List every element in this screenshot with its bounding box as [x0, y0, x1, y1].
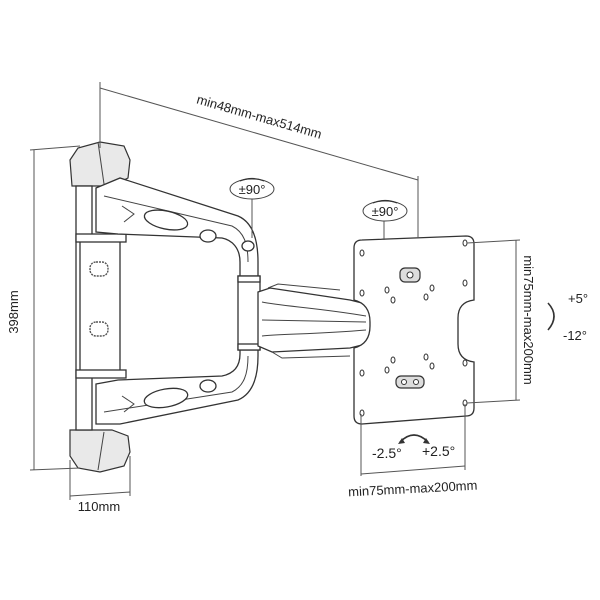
tilt-down-label: -12° [563, 328, 587, 343]
swivel-plate-callout: ±90° [362, 199, 408, 222]
vesa-plate [353, 235, 475, 425]
swivel-arm-callout: ±90° [229, 177, 275, 200]
level-left-label: -2.5° [372, 445, 402, 461]
level-arc-icon [399, 434, 429, 443]
level-right-label: +2.5° [422, 443, 455, 459]
center-arm [237, 275, 373, 359]
wall-plate [69, 141, 131, 473]
height-label: 398mm [6, 290, 21, 333]
dimension-lines [29, 82, 521, 500]
vesa-horizontal-label: min75mm-max200mm [348, 478, 478, 500]
vesa-vertical-label: min75mm-max200mm [521, 255, 536, 384]
depth-label: 110mm [78, 499, 120, 514]
tilt-up-label: +5° [568, 291, 588, 306]
swivel-plate-label: ±90° [372, 204, 399, 219]
upper-arm [95, 177, 259, 281]
tilt-arc-icon [547, 302, 555, 331]
swivel-arm-label: ±90° [239, 182, 266, 197]
lower-arm [95, 347, 259, 425]
